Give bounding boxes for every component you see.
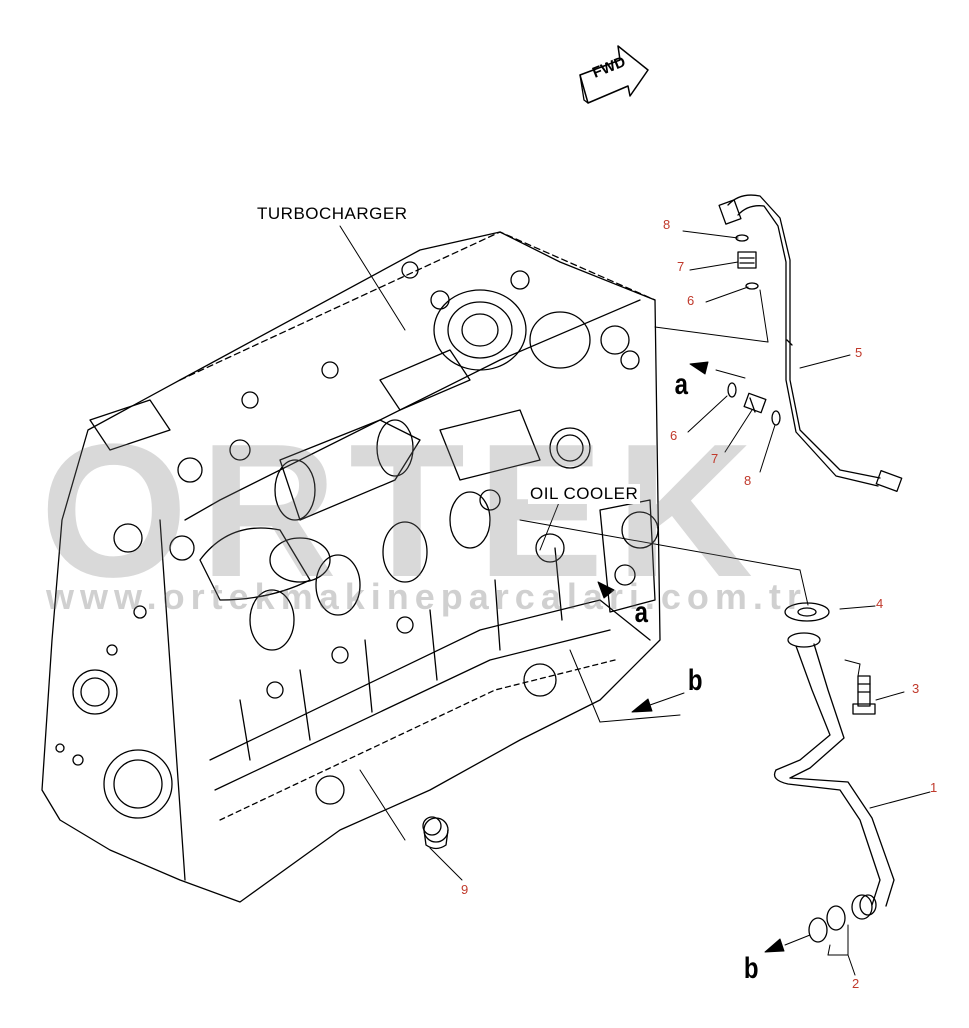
- part-number-3: 3: [912, 681, 920, 696]
- part-number-6-mid: 6: [670, 428, 678, 443]
- engine-block: [41, 231, 661, 903]
- arrow-letter-b-right: b: [687, 664, 703, 697]
- part-number-1: 1: [930, 780, 938, 795]
- o-ring-6-mid: [727, 382, 737, 398]
- part-number-9: 9: [461, 882, 469, 897]
- bolt-3: [852, 675, 876, 715]
- part-number-6-top: 6: [687, 293, 695, 308]
- turbocharger-assembly: [89, 261, 591, 601]
- arrow-letter-b-bottom: b: [743, 952, 759, 985]
- washer-8-mid: [771, 410, 781, 426]
- part-number-2: 2: [852, 976, 860, 991]
- label-turbocharger: TURBOCHARGER: [257, 204, 408, 223]
- fitting-7-top: [737, 251, 757, 269]
- part-number-4: 4: [876, 596, 884, 611]
- o-rings-2: [808, 905, 846, 943]
- arrow-letter-a-lower: a: [634, 596, 649, 629]
- watermark-brand: ORTEK: [40, 405, 765, 617]
- part-number-8-top: 8: [663, 217, 671, 232]
- part-number-7-mid: 7: [711, 451, 719, 466]
- oil-return-pipe: [773, 632, 895, 920]
- watermark-url: www.ortekmakineparcalari.com.tr: [46, 576, 807, 617]
- arrow-letter-a-top: a: [674, 368, 689, 401]
- oil-feed-pipe: [718, 194, 903, 492]
- leader-lines: [339, 225, 931, 976]
- fwd-arrow-sign: [579, 45, 649, 104]
- fitting-7-mid: [743, 392, 767, 414]
- part-number-5: 5: [855, 345, 863, 360]
- plug-9: [423, 817, 449, 850]
- part-number-8-mid: 8: [744, 473, 752, 488]
- gasket-4: [784, 602, 830, 622]
- part-number-7-top: 7: [677, 259, 685, 274]
- label-oil-cooler: OIL COOLER: [528, 484, 641, 504]
- o-ring-6-top: [745, 282, 759, 290]
